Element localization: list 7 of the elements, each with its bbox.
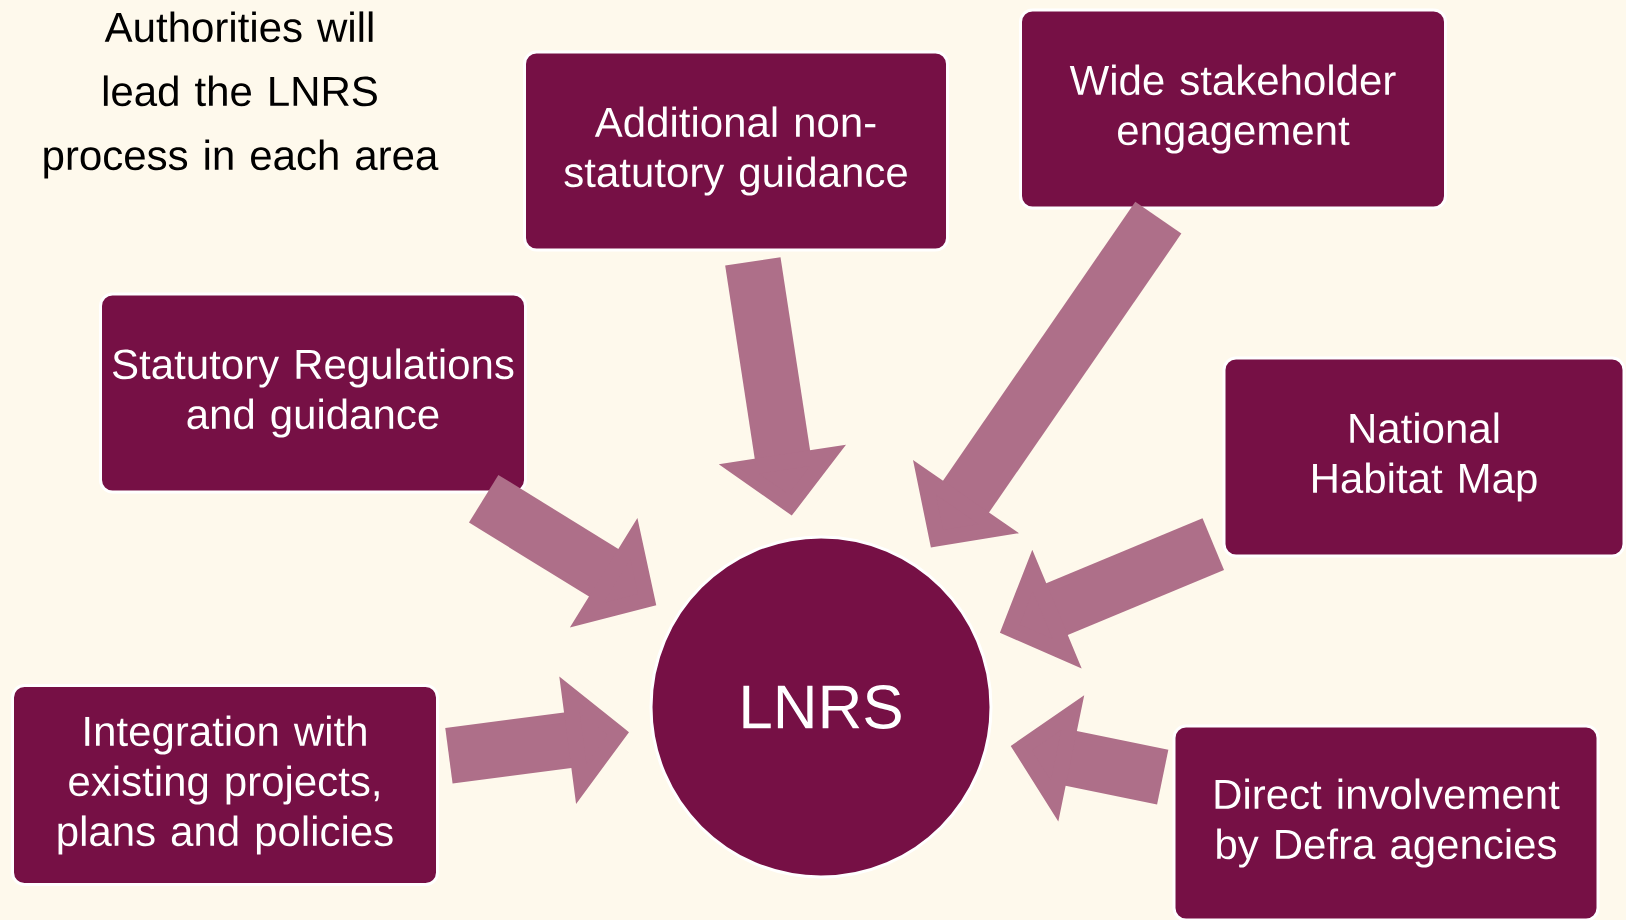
process-box: Integration with existing projects, plans and policies — [11, 684, 439, 886]
process-box: Direct involvement by Defra agencies — [1172, 724, 1600, 920]
process-box: Statutory Regulations and guidance — [99, 292, 527, 494]
process-box: National Habitat Map — [1222, 356, 1626, 558]
heading-text: Authorities will lead the LNRS process in each area — [44, 11, 439, 179]
process-box: Wide stakeholder engagement — [1019, 8, 1447, 210]
process-box: Additional non-statutory guidance — [523, 50, 949, 252]
